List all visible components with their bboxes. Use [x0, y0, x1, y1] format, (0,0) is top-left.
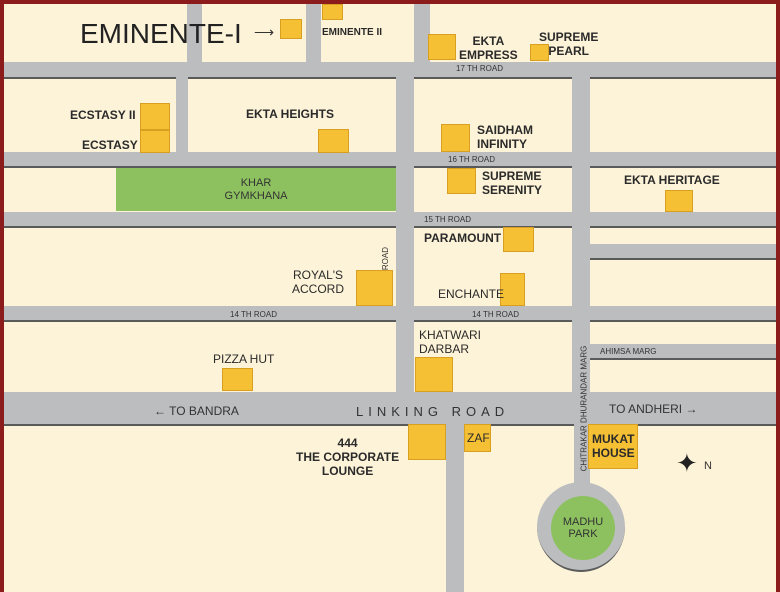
- road-14th: [4, 306, 776, 322]
- building-mukat-house[interactable]: [588, 424, 638, 469]
- building-enchante[interactable]: [500, 273, 525, 306]
- building-royals-accord[interactable]: [356, 270, 393, 306]
- building-supreme-serenity[interactable]: [447, 168, 476, 194]
- road-right-a: [588, 244, 776, 260]
- label-enchante: ENCHANTE: [438, 287, 505, 301]
- linking-road[interactable]: [4, 392, 776, 426]
- building-ekta-heritage[interactable]: [665, 190, 693, 212]
- label-pizza-hut: PIZZA HUT: [213, 352, 275, 366]
- label-16th-road: 16 TH ROAD: [448, 155, 495, 164]
- road-top-c: [414, 4, 430, 64]
- building-saidham-infinity[interactable]: [441, 124, 470, 152]
- road-top-b: [306, 4, 321, 64]
- label-14th-road-2: 14 TH ROAD: [472, 310, 519, 319]
- road-chitrakar-upper: [572, 64, 590, 404]
- road-13th: [396, 64, 414, 404]
- road-south: [446, 422, 464, 592]
- label-linking-road: LINKING ROAD: [356, 404, 510, 419]
- building-supreme-pearl[interactable]: [530, 44, 549, 61]
- khar-gymkhana: KHAR GYMKHANA: [116, 168, 396, 211]
- label-15th-road: 15 TH ROAD: [424, 215, 471, 224]
- building-corporate-lounge[interactable]: [408, 424, 446, 460]
- building-ecstasy[interactable]: [140, 130, 170, 153]
- building-eminente-2[interactable]: [322, 4, 343, 20]
- label-ecstasy-2: ECSTASY II: [70, 108, 136, 122]
- map-title: EMINENTE-I: [80, 18, 242, 49]
- label-saidham-infinity: SAIDHAM INFINITY: [477, 123, 533, 151]
- road-top-a: [187, 4, 202, 64]
- building-ekta-empress[interactable]: [428, 34, 456, 60]
- label-ahimsa-marg: AHIMSA MARG: [600, 347, 657, 356]
- arrow-icon: ⟶: [254, 24, 275, 40]
- label-khatwari-darbar: KHATWARI DARBAR: [419, 328, 481, 356]
- label-ecstasy: ECSTASY: [82, 138, 138, 152]
- label-ekta-heights: EKTA HEIGHTS: [246, 107, 335, 121]
- madhu-park: MADHU PARK: [551, 496, 615, 560]
- building-ekta-heights[interactable]: [318, 129, 349, 153]
- building-khatwari-darbar[interactable]: [415, 357, 453, 392]
- road-15th: [4, 212, 776, 228]
- label-ekta-heritage: EKTA HERITAGE: [624, 173, 720, 187]
- north-label: N: [704, 460, 712, 472]
- building-pizza-hut[interactable]: [222, 368, 253, 391]
- label-supreme-serenity: SUPREME SERENITY: [482, 169, 543, 197]
- label-zaf: ZAF: [467, 431, 490, 445]
- building-ecstasy-2[interactable]: [140, 103, 170, 130]
- road-17th: [4, 62, 776, 79]
- building-zaf[interactable]: [464, 424, 491, 452]
- compass-icon: ✦: [676, 448, 698, 478]
- road-16th: [4, 152, 776, 168]
- label-paramount: PARAMOUNT: [424, 231, 502, 245]
- label-royals-accord: ROYAL'S ACCORD: [292, 268, 345, 296]
- label-supreme-pearl: SUPREME PEARL: [539, 30, 599, 58]
- road-upper-left: [176, 64, 188, 159]
- label-ekta-empress: EKTA EMPRESS: [459, 34, 518, 62]
- building-paramount[interactable]: [503, 227, 534, 252]
- to-andheri: TO ANDHERI →: [609, 402, 698, 416]
- road-ahimsa: [588, 344, 776, 360]
- label-corporate-lounge: 444 THE CORPORATE LOUNGE: [296, 436, 400, 478]
- label-eminente-2: EMINENTE II: [322, 27, 383, 38]
- label-17th-road: 17 TH ROAD: [456, 64, 503, 73]
- to-bandra: ← TO BANDRA: [154, 404, 239, 418]
- label-14th-road: 14 TH ROAD: [230, 310, 277, 319]
- label-mukat-house: MUKAT HOUSE: [592, 432, 635, 460]
- building-eminente-1[interactable]: [280, 19, 302, 39]
